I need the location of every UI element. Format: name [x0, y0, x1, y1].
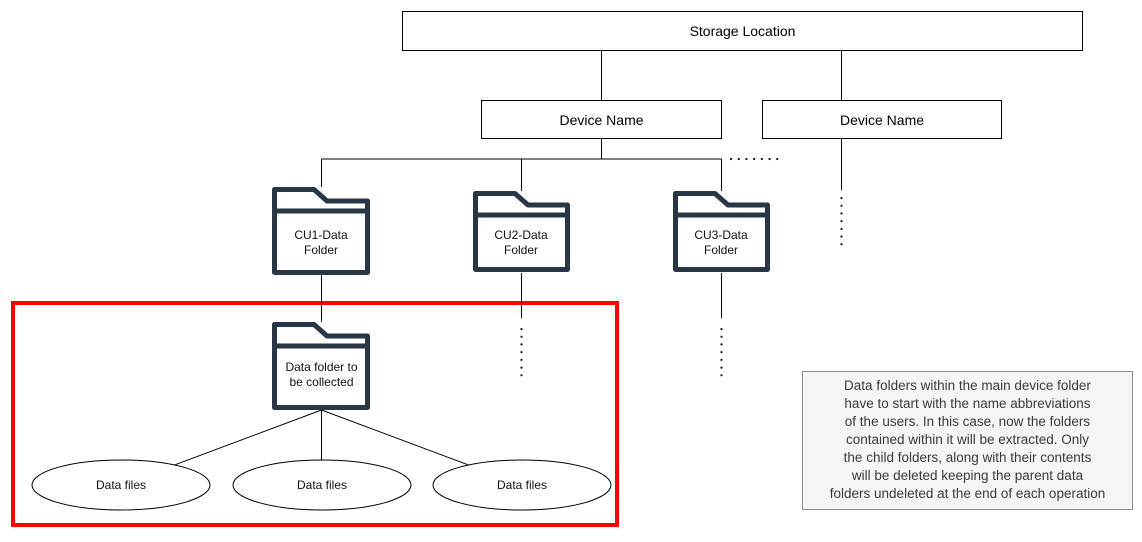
device-name-left-label: Device Name — [559, 111, 644, 128]
collected-folder-label: Data folder to be collected — [285, 360, 358, 389]
device-name-node-left: Device Name — [481, 100, 722, 139]
cu3-folder-label: CU3-Data Folder — [694, 228, 748, 257]
device-name-node-right: Device Name — [762, 100, 1002, 139]
cu2-folder-label: CU2-Data Folder — [494, 228, 548, 257]
data-files-ellipse-2 — [232, 459, 412, 511]
device-name-right-label: Device Name — [839, 111, 925, 128]
data-files-label-3: Data files — [496, 478, 548, 492]
cu1-folder-label: CU1-Data Folder — [294, 228, 348, 257]
data-files-ellipse-1 — [31, 459, 211, 511]
cu1-folder-icon — [272, 187, 370, 275]
data-files-ellipse-3 — [432, 459, 612, 511]
storage-location-node: Storage Location — [402, 11, 1083, 51]
data-files-label-1: Data files — [95, 478, 147, 492]
cu3-folder-icon — [673, 191, 770, 272]
highlight-box — [11, 301, 619, 527]
data-files-label-2: Data files — [296, 478, 348, 492]
annotation-note: Data folders within the main device fold… — [802, 371, 1133, 510]
cu2-folder-icon — [473, 191, 570, 272]
storage-location-label: Storage Location — [689, 23, 796, 39]
collected-folder-icon — [272, 322, 370, 410]
